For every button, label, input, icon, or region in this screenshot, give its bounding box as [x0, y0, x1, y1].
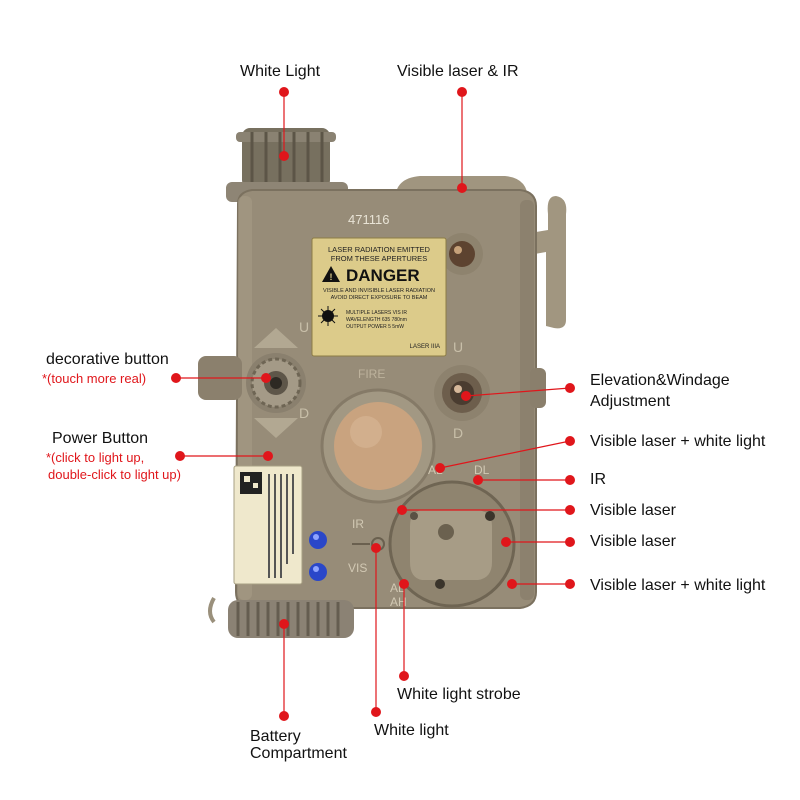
- label-visible-laser-white-light-2: Visible laser + white light: [590, 577, 766, 594]
- leader-visible-white-1: [439, 440, 571, 469]
- label-battery-1: Battery: [250, 728, 301, 745]
- warning-triangle-icon: [322, 266, 340, 282]
- side-lever: [512, 196, 567, 329]
- blue-led-bottom: [309, 563, 327, 581]
- plate-row-1: MULTIPLE LASERS VIS IR: [346, 310, 407, 316]
- label-ir: IR: [590, 471, 606, 488]
- right-knob-up: U: [453, 339, 463, 355]
- label-decorative-button-note: *(touch more real): [42, 371, 147, 386]
- mode-ah-text: AH: [390, 595, 407, 609]
- leader-elevation: [465, 387, 571, 397]
- fire-text: FIRE: [358, 367, 385, 381]
- left-knob-up: U: [299, 319, 309, 335]
- mode-selector-dial: [388, 480, 516, 608]
- label-elevation-1: Elevation&Windage: [590, 372, 730, 389]
- label-power-button: Power Button: [52, 430, 149, 447]
- plate-top-line-1: LASER RADIATION EMITTED: [328, 245, 431, 254]
- label-white-light-bottom: White light: [374, 722, 449, 739]
- plate-danger: DANGER: [346, 266, 420, 285]
- left-knob-down: D: [299, 405, 309, 421]
- power-button-lens: [334, 402, 422, 490]
- qr-code: [240, 472, 262, 494]
- label-battery-2: Compartment: [250, 745, 347, 762]
- decorative-knob: [246, 328, 306, 438]
- warning-plate: [311, 237, 447, 357]
- leader-dots: [171, 87, 575, 721]
- plate-class: LASER IIIA: [410, 344, 440, 350]
- label-power-button-note-2: double-click to light up): [48, 467, 181, 482]
- plate-top-line-2: FROM THESE APERTURES: [331, 254, 427, 263]
- right-side-switch: [530, 368, 546, 408]
- label-elevation-2: Adjustment: [590, 393, 671, 410]
- label-visible-laser-1: Visible laser: [590, 502, 676, 519]
- plate-row-3: OUTPUT POWER 5 5mW: [346, 324, 404, 330]
- label-white-light: White Light: [240, 63, 321, 80]
- label-visible-laser-ir: Visible laser & IR: [397, 63, 519, 80]
- label-white-light-strobe: White light strobe: [397, 686, 521, 703]
- plate-line-1: VISIBLE AND INVISIBLE LASER RADIATION: [323, 288, 435, 294]
- label-decorative-button: decorative button: [46, 351, 169, 368]
- serial-number: 471116: [348, 212, 389, 227]
- mode-vis-text: VIS: [348, 561, 367, 575]
- svg-text:!: !: [330, 272, 333, 282]
- label-visible-laser-2: Visible laser: [590, 533, 676, 550]
- plate-line-2: AVOID DIRECT EXPOSURE TO BEAM: [331, 295, 428, 301]
- battery-cap: [208, 597, 354, 638]
- leader-lines: [176, 92, 571, 716]
- plate-row-2: WAVELENGTH 635 780nm: [346, 317, 407, 323]
- right-knob-down: D: [453, 425, 463, 441]
- label-visible-laser-white-light-1: Visible laser + white light: [590, 433, 766, 450]
- label-power-button-note-1: *(click to light up,: [46, 450, 145, 465]
- blue-led-top: [309, 531, 327, 549]
- mode-ir-text: IR: [352, 517, 364, 531]
- mode-dl-text: DL: [474, 463, 490, 477]
